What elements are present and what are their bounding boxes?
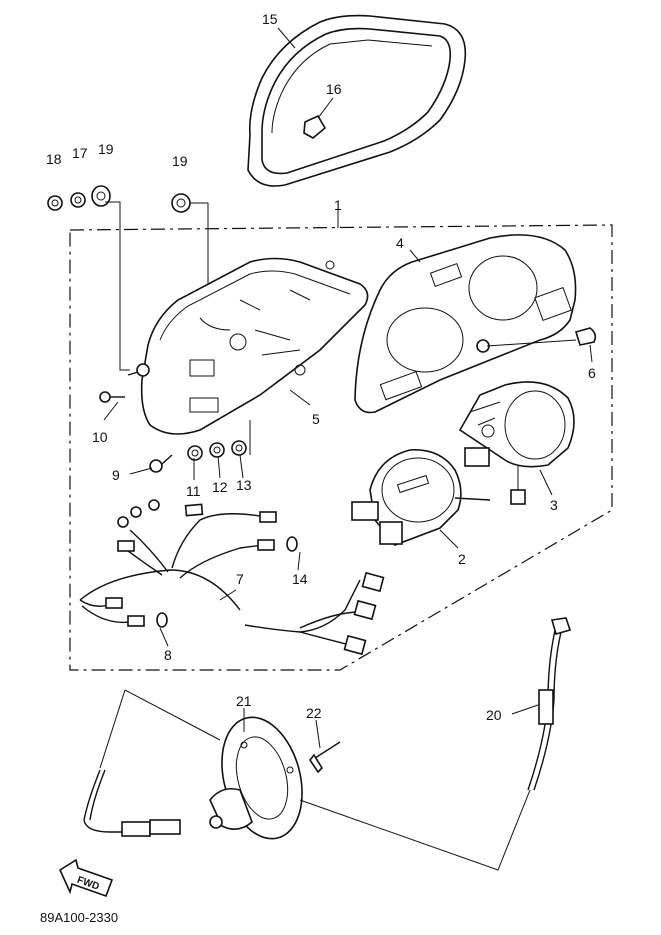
callout-17: 17 — [72, 145, 88, 161]
fastener-part-12 — [209, 442, 225, 458]
callout-9: 9 — [112, 467, 120, 483]
callout-11: 11 — [186, 483, 201, 499]
callout-5: 5 — [312, 411, 320, 427]
fastener-part-11 — [187, 445, 203, 461]
meter-panel-part-4 — [354, 234, 577, 414]
callout-6: 6 — [588, 365, 596, 381]
forward-arrow-icon: FWD — [58, 858, 114, 898]
screw-part-10 — [99, 391, 125, 403]
leader-lines — [99, 27, 593, 871]
callout-8: 8 — [164, 647, 172, 663]
callout-20: 20 — [486, 707, 502, 723]
washer-part-17 — [70, 192, 86, 208]
speedometer-part-2 — [351, 449, 491, 546]
fastener-part-13 — [231, 440, 247, 456]
wire-harness-part-7 — [79, 499, 385, 656]
callout-22: 22 — [306, 705, 322, 721]
bolt-part-19-mount — [127, 363, 150, 377]
diagram-part-code: 89A100-2330 — [40, 910, 118, 925]
callout-10: 10 — [92, 429, 108, 445]
callout-16: 16 — [326, 81, 342, 97]
assembly-boundary — [69, 224, 613, 671]
cushion-pad-part-16 — [303, 114, 327, 139]
lower-case-part-5 — [140, 257, 369, 435]
gauge-unit-part-3 — [458, 381, 575, 505]
callout-7: 7 — [236, 571, 244, 587]
callout-19b: 19 — [172, 153, 188, 169]
callout-19a: 19 — [98, 141, 114, 157]
meter-visor-part-15 — [247, 14, 467, 187]
pin-part-22 — [309, 741, 341, 774]
callout-18: 18 — [46, 151, 62, 167]
callout-14: 14 — [292, 571, 308, 587]
callout-15: 15 — [262, 11, 278, 27]
bulb-cap-part-6 — [574, 327, 597, 346]
grommet-part-19b — [171, 193, 191, 213]
callout-13: 13 — [236, 477, 252, 493]
callout-3: 3 — [550, 497, 558, 513]
callout-labels: 15 16 18 17 19 19 1 4 6 5 10 9 11 12 13 … — [46, 11, 596, 723]
callout-12: 12 — [212, 479, 228, 495]
screw-part-9 — [149, 454, 173, 473]
callout-21: 21 — [236, 693, 252, 709]
callout-1: 1 — [334, 197, 342, 213]
nut-part-18 — [47, 195, 63, 211]
gear-unit-part-21 — [209, 716, 303, 840]
callout-2: 2 — [458, 551, 466, 567]
speedometer-cable-part-20 — [83, 617, 572, 837]
grommet-part-19a — [91, 185, 111, 207]
callout-4: 4 — [396, 235, 404, 251]
